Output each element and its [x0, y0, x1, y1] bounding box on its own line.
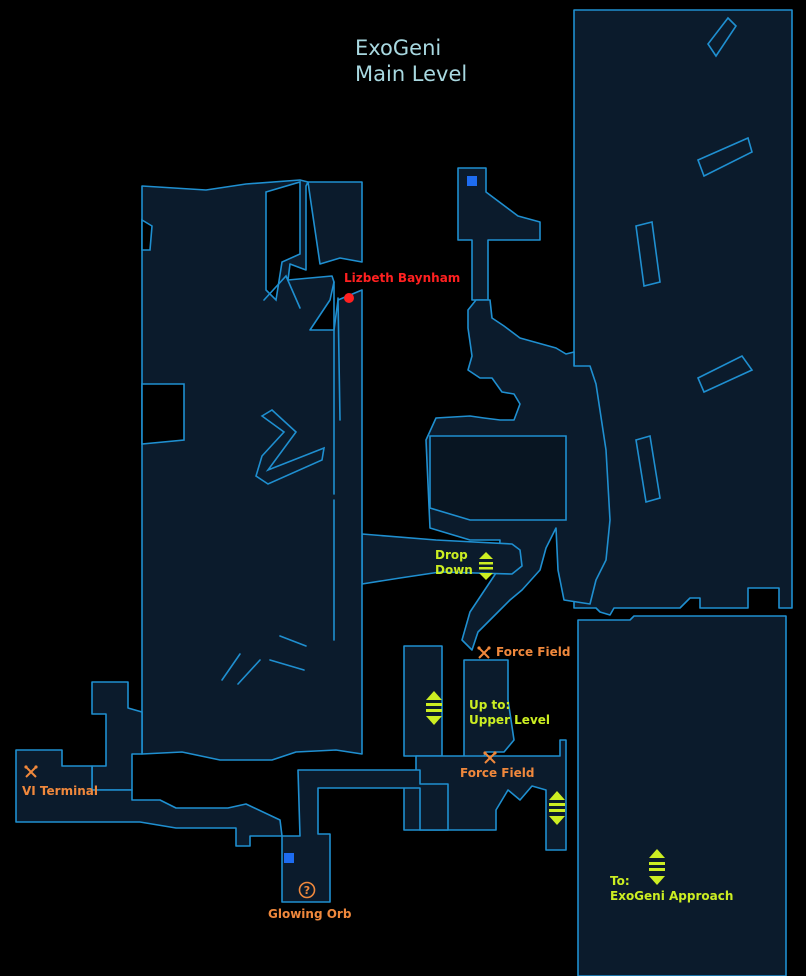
- map-title-line1: ExoGeni: [355, 36, 442, 60]
- question-mark-icon[interactable]: ?: [298, 881, 316, 899]
- vi-terminal-room: [15, 749, 283, 847]
- save-point-icon[interactable]: [467, 176, 477, 186]
- map-title: ExoGeni Main Level: [355, 36, 467, 87]
- east-hall: [573, 9, 793, 616]
- crossed-tools-icon[interactable]: [483, 751, 497, 765]
- glowing-orb-label[interactable]: Glowing Orb: [268, 907, 352, 921]
- west-hall-walls: [221, 274, 341, 685]
- crate: [696, 136, 753, 178]
- force-field-1-label[interactable]: Force Field: [496, 645, 571, 659]
- wall-segment: [263, 274, 301, 309]
- drop-down-line1: Drop: [435, 548, 468, 562]
- central-dark-void: [429, 435, 567, 521]
- exit-exogeni-approach-label[interactable]: To: ExoGeni Approach: [610, 874, 733, 904]
- crossed-tools-icon[interactable]: [477, 646, 491, 660]
- west-hall: [141, 179, 363, 761]
- crate: [707, 16, 738, 58]
- elevator-arrows-icon[interactable]: [548, 790, 566, 826]
- crossed-tools-icon[interactable]: [24, 765, 38, 779]
- wall-segment: [269, 659, 305, 671]
- up-to-line2: Upper Level: [469, 713, 551, 727]
- exit-line1: To:: [610, 874, 630, 888]
- vi-terminal-label[interactable]: VI Terminal: [22, 784, 98, 798]
- npc-lizbeth-label[interactable]: Lizbeth Baynham: [344, 271, 461, 285]
- force-field-2-label[interactable]: Force Field: [460, 766, 535, 780]
- west-notch: [141, 218, 153, 251]
- drop-down-line2: Down: [435, 563, 473, 577]
- wall-segment: [237, 659, 261, 685]
- elevator-arrows-icon[interactable]: [424, 690, 444, 726]
- crate: [696, 354, 754, 394]
- west-void-left: [141, 383, 185, 445]
- svg-text:?: ?: [304, 884, 310, 897]
- north-room: [457, 167, 541, 301]
- wall-segment: [279, 635, 307, 647]
- up-to-line1: Up to:: [469, 698, 511, 712]
- red-dot-icon[interactable]: [344, 293, 354, 303]
- drop-down-label[interactable]: Drop Down: [435, 548, 473, 578]
- west-annex: [91, 681, 143, 791]
- elevator-arrows-icon[interactable]: [647, 848, 667, 886]
- map-title-line2: Main Level: [355, 61, 468, 86]
- exit-line2: ExoGeni Approach: [610, 889, 734, 903]
- lower-corridor: [281, 769, 449, 903]
- save-point-icon[interactable]: [284, 853, 294, 863]
- east-lower-hall: [577, 615, 787, 976]
- drop-down-ledge: [361, 533, 523, 585]
- east-hall-crates: [635, 16, 754, 504]
- wall-segment: [337, 297, 341, 421]
- wall-segment: [255, 409, 326, 485]
- crate: [635, 221, 661, 287]
- elevator-arrows-icon[interactable]: [477, 551, 495, 581]
- wall-segment: [221, 653, 241, 681]
- crate: [635, 434, 661, 504]
- west-void-upper: [265, 180, 301, 302]
- up-to-upper-label[interactable]: Up to: Upper Level: [469, 698, 550, 728]
